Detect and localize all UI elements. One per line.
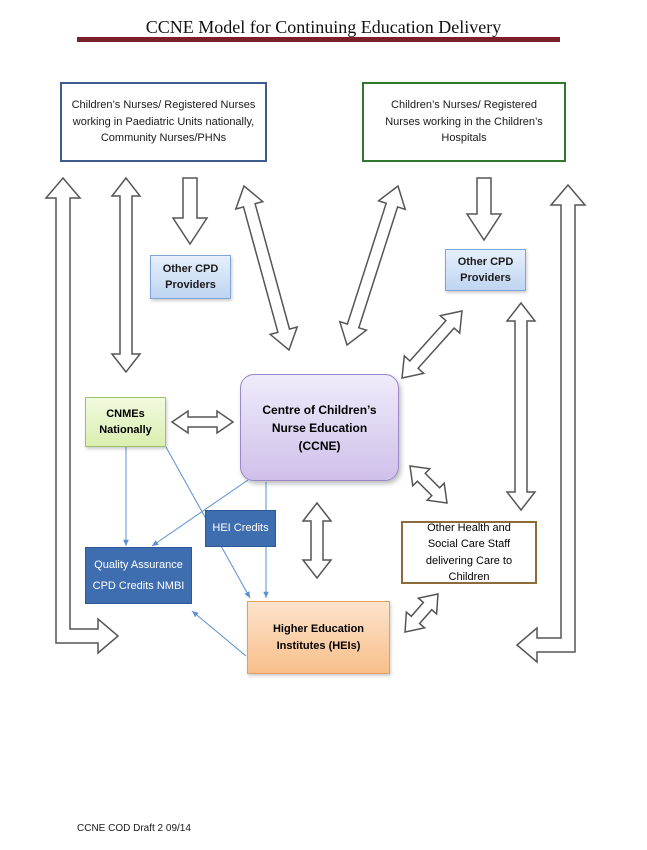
arrow-ccne-to-heis (301, 501, 333, 580)
arrow-ccne-to-staff (409, 465, 448, 504)
arrow-hospital-to-cpd-right (465, 177, 503, 242)
box-heis: Higher Education Institutes (HEIs) (247, 601, 390, 674)
box-quality-assurance: Quality Assurance CPD Credits NMBI (85, 547, 192, 604)
arrow-right-cpd-to-staff (505, 301, 537, 512)
connector-heis-to-qa (191, 610, 247, 657)
block-arrows (44, 176, 587, 664)
arrow-cnmes-to-ccne (170, 409, 235, 435)
outer-left-l-arrow (44, 176, 120, 655)
arrow-nurses-to-cpd-left (171, 177, 209, 246)
box-other-staff: Other Health and Social Care Staff deliv… (401, 521, 537, 584)
arrow-heis-to-staff (404, 593, 439, 633)
box-hei-credits: HEI Credits (205, 510, 276, 547)
box-paediatric-nurses: Children’s Nurses/ Registered Nurses wor… (60, 82, 267, 162)
box-ccne: Centre of Children’s Nurse Education (CC… (240, 374, 399, 481)
box-other-staff-label: Other Health and Social Care Staff deliv… (425, 521, 513, 584)
page-title: CCNE Model for Continuing Education Deli… (145, 17, 502, 37)
box-cnmes: CNMEs Nationally (85, 397, 166, 447)
box-ccne-label: Centre of Children’s Nurse Education (CC… (262, 402, 377, 453)
cpd-credits-nmbi-label: CPD Credits NMBI (92, 580, 185, 592)
box-cpd-left-label: Other CPD Providers (162, 262, 219, 292)
box-cpd-right: Other CPD Providers (445, 249, 526, 291)
box-cpd-right-label: Other CPD Providers (457, 255, 514, 285)
box-hospital-nurses-label: Children’s Nurses/ Registered Nurses wor… (385, 99, 543, 145)
connector-ccne-to-qa (151, 479, 249, 547)
box-heis-label: Higher Education Institutes (HEIs) (272, 623, 365, 652)
box-hei-credits-label: HEI Credits (212, 522, 269, 535)
box-hospital-nurses: Children’s Nurses/ Registered Nurses wor… (362, 82, 566, 162)
footer-draft-label: CCNE COD Draft 2 09/14 (77, 823, 191, 834)
title-rule (77, 37, 560, 42)
arrow-hospital-to-ccne (338, 184, 407, 347)
box-cpd-left: Other CPD Providers (150, 255, 231, 299)
arrow-nurses-to-cnmes (110, 176, 142, 374)
box-paediatric-nurses-label: Children’s Nurses/ Registered Nurses wor… (71, 99, 256, 145)
arrow-nurses-to-ccne (234, 184, 299, 352)
box-cnmes-label: CNMEs Nationally (99, 407, 152, 437)
quality-assurance-label: Quality Assurance (94, 558, 183, 571)
arrow-ccne-to-cpd-right (401, 310, 463, 379)
outer-right-l-arrow (515, 183, 587, 664)
